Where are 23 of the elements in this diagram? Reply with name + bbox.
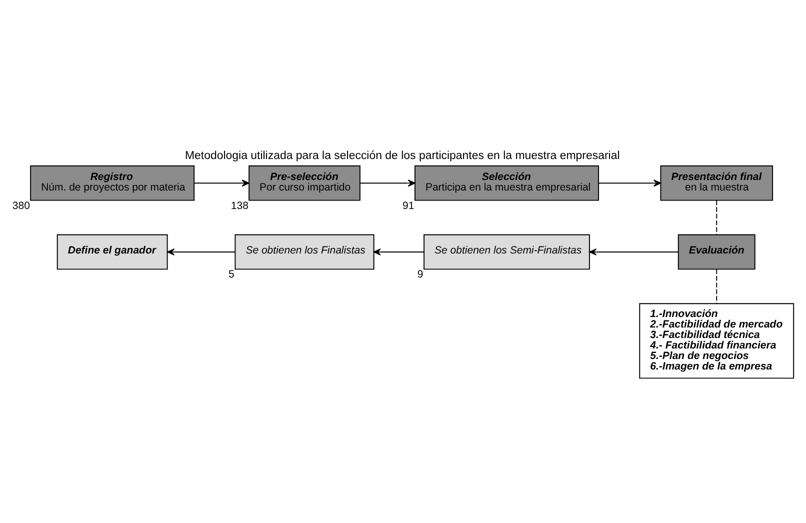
node-box: Se obtienen los Semi-Finalistas [424,234,590,270]
arrow [194,179,250,186]
diagram-title: Metodologia utilizada para la selección de los participantes en la muestra empresarial [184,149,620,162]
node-box: Se obtienen los Finalistas [234,234,374,270]
arrow [167,248,236,255]
node-box: Evaluación [678,234,756,270]
node-label: 5 [228,268,234,280]
node-label: 138 [230,199,248,212]
node-box: Define el ganador [56,234,168,270]
arrow [360,179,416,186]
node-label: 9 [417,268,424,280]
node-box: Registro Núm. de proyectos por materia [30,164,195,200]
node-box: Presentación final en la muestra [660,164,774,200]
connector [716,199,718,234]
node-box: 1.-Innovación 2.-Factibilidad de mercado 3.-Factibilidad técnica 4.- Factibilidad financiera 5.-Plan de negocios 6.-Imagen de la empresa [639,302,794,378]
node-label: 380 [12,199,30,212]
connector [716,268,718,304]
node-label: 91 [402,199,414,212]
arrow [598,179,662,186]
arrow [373,248,424,255]
node-box: Pre-selección Por curso impartido [248,164,360,200]
arrow [589,248,679,255]
node-box: Selección Participa en la muestra empresarial [414,164,600,200]
